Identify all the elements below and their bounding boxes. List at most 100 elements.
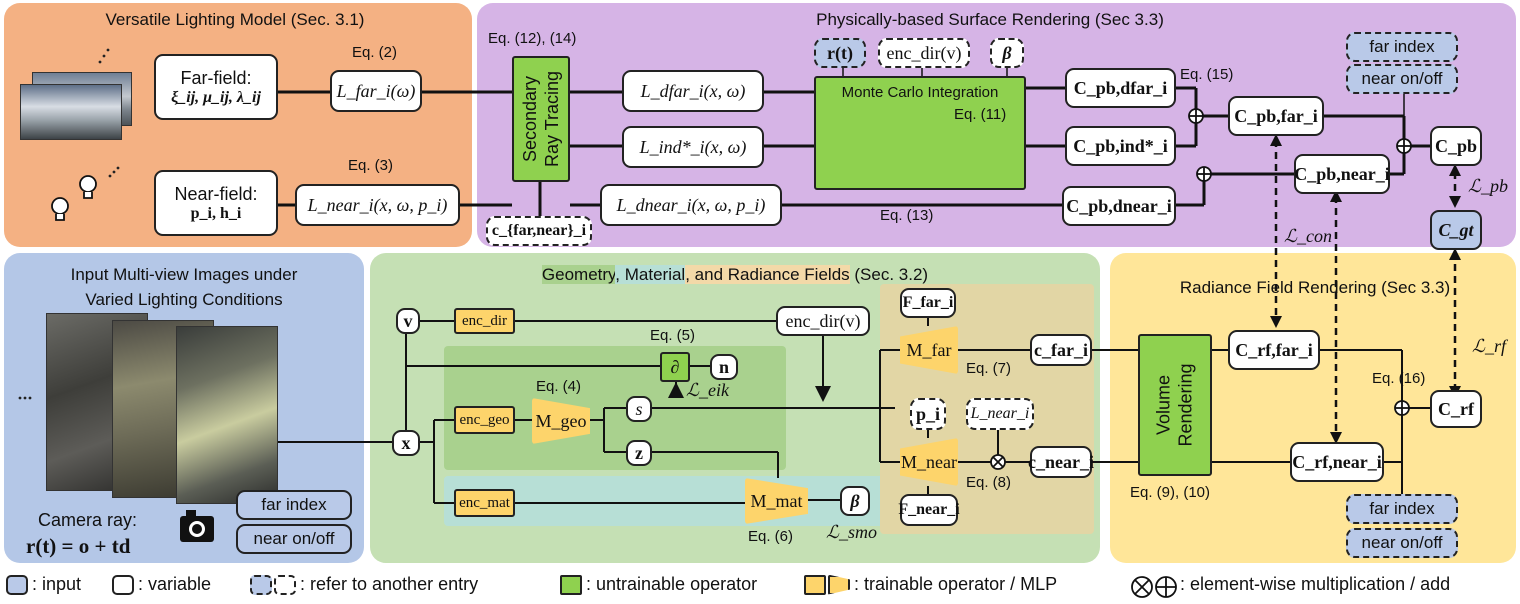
camera-ray-label: Camera ray: — [38, 510, 138, 530]
legend-untrainable-text: : untrainable operator — [586, 574, 758, 594]
Lcon-label: ℒ_con — [1284, 226, 1332, 246]
nearfield-vars: p_i, h_i — [190, 204, 242, 222]
encdirv-box: enc_dir(v) — [776, 306, 870, 336]
eq4-label: Eq. (4) — [536, 378, 582, 395]
Lnear-box: L_near_i(x, ω, p_i) — [295, 184, 460, 226]
Ldnear-box: L_dnear_i(x, ω, p_i) — [600, 184, 782, 226]
legend-trainable-swatch-2 — [828, 574, 850, 595]
Lsmo-label: ℒ_smo — [826, 522, 877, 542]
s-box: s — [626, 396, 652, 422]
eq7-label: Eq. (7) — [966, 360, 1012, 377]
srt-line2: Ray Tracing — [542, 70, 563, 168]
fields-title-section: (Sec. 3.2) — [849, 265, 929, 284]
input-title-line2: Varied Lighting Conditions — [85, 290, 283, 309]
Cpb-box: C_pb — [1430, 126, 1482, 166]
eq11-label: Eq. (11) — [954, 106, 1007, 123]
Mnear-box: M_near — [900, 438, 958, 486]
encgeo-box: enc_geo — [454, 406, 515, 434]
beta-field-box: β — [840, 486, 870, 516]
legend-trainable-text: : trainable operator / MLP — [854, 574, 1058, 594]
light-bulb-icons — [51, 175, 97, 221]
pi-box: p_i — [910, 398, 946, 430]
legend-elementwise: : element-wise multiplication / add — [1180, 574, 1450, 595]
encdir-box: enc_dir — [454, 308, 515, 334]
legend-variable: : variable — [112, 574, 211, 595]
volume-rendering-box: Volume Rendering — [1138, 334, 1212, 476]
eq15-label: Eq. (15) — [1180, 66, 1234, 83]
Leik-label: ℒ_eik — [686, 380, 729, 400]
fields-title: Geometry, Material, and Radiance Fields … — [380, 265, 1090, 285]
eq8-label: Eq. (8) — [966, 474, 1012, 491]
n-box: n — [710, 354, 738, 380]
encv-box: enc_dir(v) — [878, 38, 970, 68]
Cpbind-box: C_pb,ind*_i — [1065, 126, 1176, 166]
legend-variable-swatch — [112, 574, 134, 595]
Lpb-label: ℒ_pb — [1468, 176, 1508, 196]
fields-title-material: , Material — [615, 265, 686, 284]
eq2-label: Eq. (2) — [352, 44, 398, 61]
legend-elementwise-text: : element-wise multiplication / add — [1180, 574, 1451, 594]
nearfield-box: Near-field: p_i, h_i — [154, 170, 278, 236]
Crffar-box: C_rf,far_i — [1228, 330, 1320, 370]
farfield-vars: ξ_ij, μ_ij, λ_ij — [171, 88, 261, 106]
v-box: v — [396, 308, 420, 334]
partial-box: ∂ — [660, 352, 690, 382]
Lrf-label: ℒ_rf — [1472, 336, 1506, 356]
nearfield-label: Near-field: — [174, 183, 258, 204]
surface-near-onoff-box: near on/off — [1346, 64, 1458, 94]
Crf-box: C_rf — [1430, 390, 1482, 428]
x-box: x — [392, 430, 420, 456]
cfar-box: c_far_i — [1030, 334, 1092, 366]
surface-title: Physically-based Surface Rendering (Sec … — [816, 10, 1164, 29]
z-box: z — [626, 440, 652, 466]
legend-refer: : refer to another entry — [250, 574, 478, 595]
eq9-10-label: Eq. (9), (10) — [1130, 484, 1211, 501]
legend-input-text: : input — [32, 574, 82, 594]
farfield-box: Far-field: ξ_ij, μ_ij, λ_ij — [154, 54, 278, 120]
legend-trainable: : trainable operator / MLP — [804, 574, 1057, 595]
fields-title-geometry: Geometry — [541, 265, 616, 284]
Fnear-box: F_near_i — [898, 494, 960, 526]
legend-input-swatch — [6, 574, 28, 595]
eq13-label: Eq. (13) — [880, 207, 934, 224]
beta-box: β — [990, 38, 1024, 68]
legend-variable-text: : variable — [138, 574, 212, 594]
radiance-title: Radiance Field Rendering (Sec 3.3) — [1179, 278, 1451, 297]
eq3-label: Eq. (3) — [348, 157, 394, 174]
input-near-onoff-box: near on/off — [236, 524, 352, 554]
Cpbdnear-box: C_pb,dnear_i — [1062, 186, 1176, 226]
eq16-label: Eq. (16) — [1372, 370, 1426, 387]
eq6-label: Eq. (6) — [748, 528, 794, 545]
monte-carlo-box: Monte Carlo Integration — [814, 76, 1026, 190]
volume-rendering-label: Volume Rendering — [1153, 363, 1197, 446]
eq12-14-label: Eq. (12), (14) — [488, 30, 577, 47]
camera-icon — [180, 510, 214, 542]
Lind-box: L_ind*_i(x, ω) — [622, 126, 764, 168]
cfarnear-box: c_{far,near}_i — [486, 216, 592, 246]
Cgt-box: C_gt — [1430, 210, 1482, 250]
input-image-3 — [176, 326, 278, 504]
surface-far-index-box: far index — [1346, 32, 1458, 62]
cnear-box: c_near_i — [1028, 446, 1094, 478]
radiance-near-onoff-box: near on/off — [1346, 528, 1458, 558]
Cpbfar-box: C_pb,far_i — [1228, 96, 1324, 136]
legend-trainable-swatch-1 — [804, 574, 826, 595]
Crfnear-box: C_rf,near_i — [1290, 442, 1384, 482]
eq5-label: Eq. (5) — [650, 327, 696, 344]
srt-line1: Secondary — [520, 75, 541, 163]
secondary-ray-tracing-label: Secondary Ray Tracing — [519, 71, 563, 167]
input-far-index-box: far index — [236, 490, 352, 520]
envmap-image-front — [20, 84, 122, 140]
Lnear-field-box: L_near_i — [966, 398, 1034, 430]
farfield-label: Far-field: — [180, 67, 252, 88]
legend-refer-swatch-2 — [274, 574, 296, 595]
vr-line2: Rendering — [1176, 363, 1196, 447]
Cpbdfar-box: C_pb,dfar_i — [1065, 68, 1176, 108]
Cpbnear-box: C_pb,near_i — [1294, 154, 1390, 194]
radiance-far-index-box: far index — [1346, 494, 1458, 524]
rt-box: r(t) — [814, 38, 866, 68]
Lfar-box: L_far_i(ω) — [330, 70, 422, 112]
input-title-line1: Input Multi-view Images under — [70, 265, 298, 284]
legend-refer-text: : refer to another entry — [300, 574, 479, 594]
